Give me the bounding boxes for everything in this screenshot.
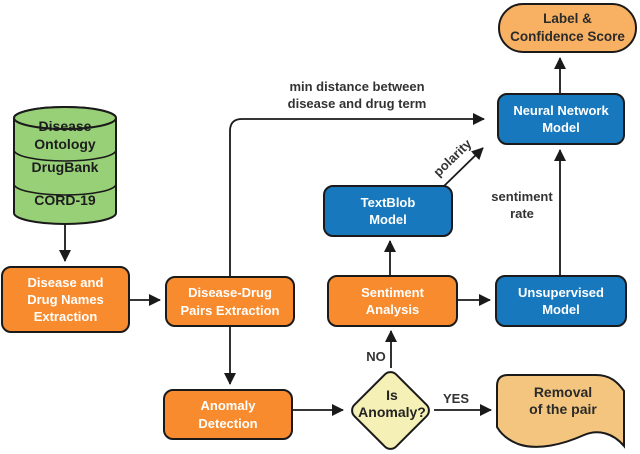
node-is-anomaly: Is Anomaly? [358,386,426,421]
node-textblob-model: TextBlob Model [323,185,453,237]
datastore-section-cord19: CORD-19 [34,192,96,209]
node-anomaly-detection: Anomaly Detection [163,389,293,440]
node-disease-drug-pairs-extraction: Disease-Drug Pairs Extraction [165,276,295,327]
node-unsupervised-model: Unsupervised Model [495,275,627,327]
node-disease-drug-names-extraction: Disease and Drug Names Extraction [1,266,130,333]
datastore-section-disease-ontology: Disease Ontology [34,118,96,152]
node-label-confidence-score: Label & Confidence Score [498,3,637,53]
edge-pairs-to-neural-network [229,113,485,276]
datastore-section-drugbank: DrugBank [31,158,99,175]
edge-textblob-polarity-to-neural-network [442,147,484,188]
datastore-cylinder [13,106,117,225]
edge-label-min-distance: min distance between disease and drug te… [287,79,427,111]
edge-label-yes: YES [442,391,469,406]
node-neural-network-model: Neural Network Model [497,93,625,145]
tape-removal-shape [496,374,625,449]
edge-label-no: NO [366,349,386,364]
node-sentiment-analysis: Sentiment Analysis [327,275,458,327]
edge-label-sentiment-rate: sentiment rate [491,189,553,221]
node-removal-of-pair: Removal of the pair [529,383,597,418]
